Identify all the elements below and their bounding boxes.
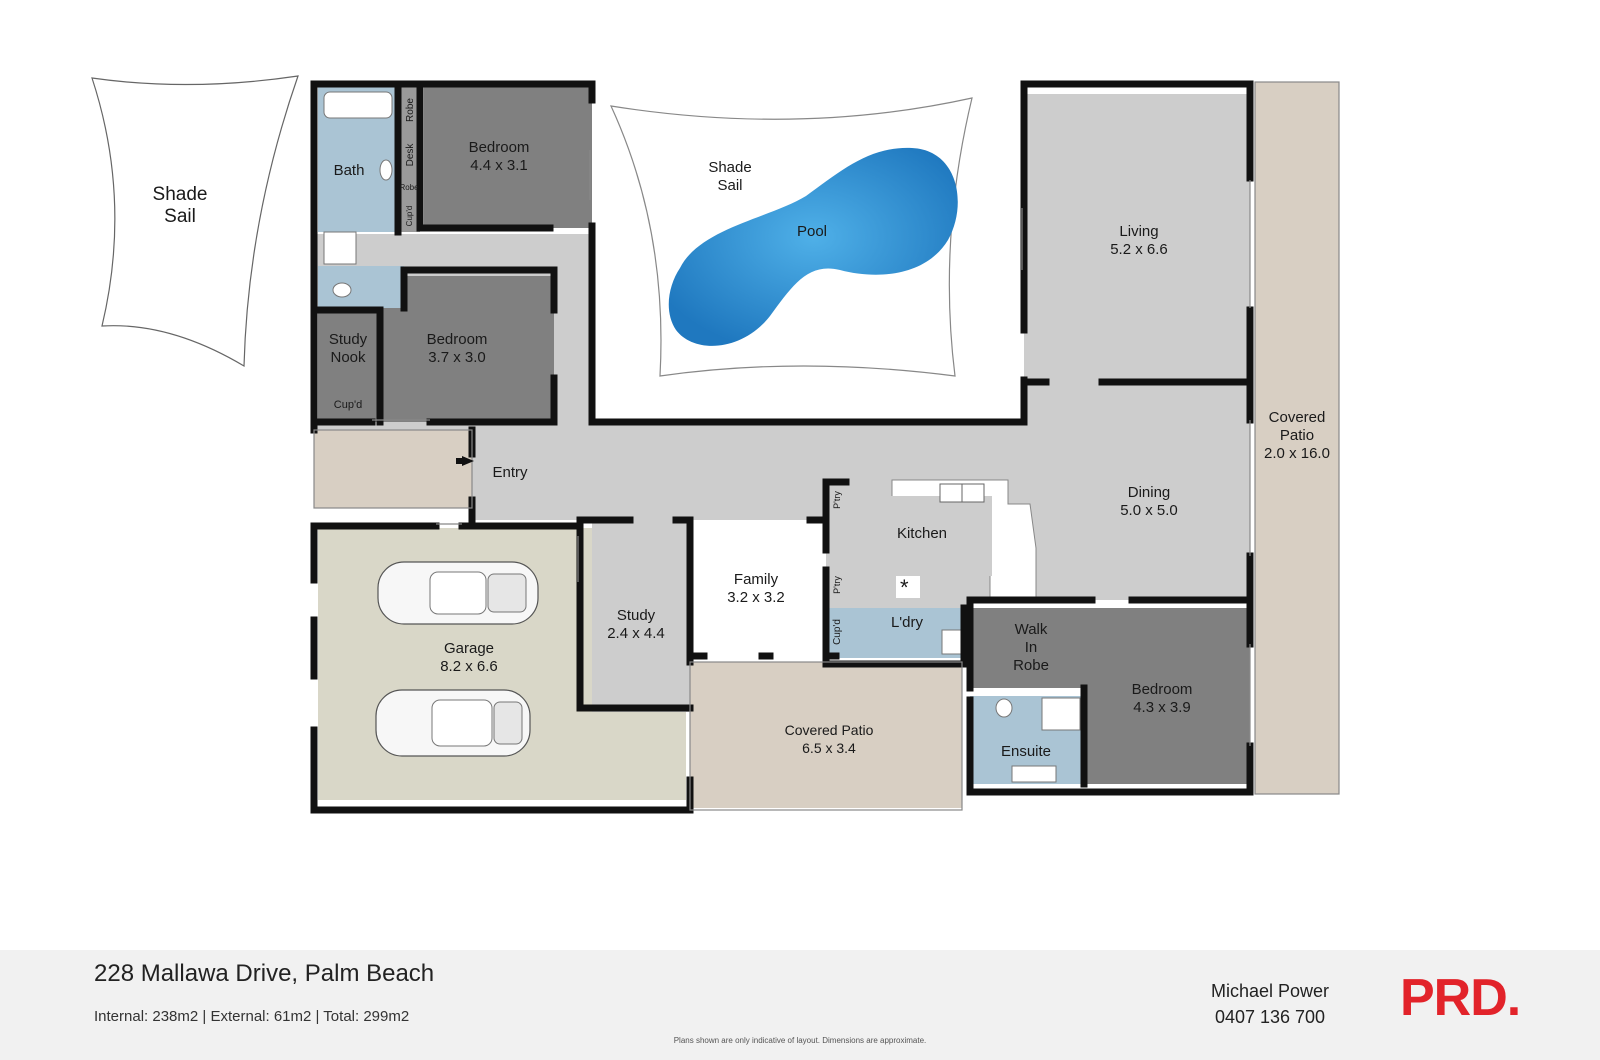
label-bedroom3-size: 4.3 x 3.9	[1133, 699, 1191, 716]
robe-desk-strip	[398, 86, 420, 232]
label-family-name: Family	[734, 571, 779, 588]
label-garage-size: 8.2 x 6.6	[440, 658, 498, 675]
label-bedroom3-name: Bedroom	[1132, 681, 1193, 698]
car-bottom	[375, 689, 531, 757]
bedroom3-floor	[970, 608, 1250, 784]
covered-patio-rear-floor	[690, 662, 962, 808]
agent-contact: Michael Power 0407 136 700	[1200, 978, 1340, 1030]
label-desk: Desk	[405, 143, 416, 167]
label-bedroom2-name: Bedroom	[427, 331, 488, 348]
entry-porch-floor	[314, 430, 472, 508]
label-entry: Entry	[492, 464, 528, 481]
cooktop-icon: *	[900, 575, 909, 600]
car-top	[377, 561, 539, 625]
label-covered-patio-rear-size: 6.5 x 3.4	[802, 740, 856, 756]
label-study-size: 2.4 x 4.4	[607, 625, 665, 642]
agent-phone: 0407 136 700	[1214, 1007, 1326, 1027]
label-cupd-top: Cup'd	[405, 206, 414, 227]
shade-sail-left-shape	[91, 75, 299, 368]
area-summary: Internal: 238m2 | External: 61m2 | Total…	[94, 1008, 410, 1025]
toilet-icon	[332, 282, 352, 298]
footer-bar	[0, 950, 1600, 1060]
label-ptry-top: P'try	[832, 491, 842, 509]
pool-shape	[668, 147, 958, 346]
brand-logo: PRD.	[1400, 969, 1521, 1027]
covered-patio-side-floor	[1255, 82, 1339, 794]
label-living-name: Living	[1119, 223, 1158, 240]
label-cupd-laundry: Cup'd	[832, 619, 843, 645]
toilet-floor	[318, 266, 404, 308]
label-kitchen: Kitchen	[897, 525, 947, 542]
label-ensuite: Ensuite	[1001, 743, 1051, 760]
floor-plan: *	[91, 75, 1340, 814]
ensuite-shower	[1041, 697, 1081, 731]
kitchen-island	[842, 496, 992, 576]
label-dining-size: 5.0 x 5.0	[1120, 502, 1178, 519]
label-covered-patio-rear-name: Covered Patio	[785, 722, 874, 738]
cooktop	[896, 576, 920, 598]
label-cupd-nook: Cup'd	[334, 399, 362, 411]
bath-tub	[323, 91, 393, 119]
label-robe-small: Robe	[399, 183, 419, 192]
agent-name: Michael Power	[1210, 981, 1330, 1001]
label-covered-patio-side-size: 2.0 x 16.0	[1264, 445, 1330, 462]
label-study-name: Study	[617, 607, 656, 624]
windows	[313, 81, 1340, 811]
label-laundry: L'dry	[891, 614, 924, 631]
label-bedroom2-size: 3.7 x 3.0	[428, 349, 486, 366]
label-family-size: 3.2 x 3.2	[727, 589, 785, 606]
ensuite-toilet-icon	[995, 698, 1013, 718]
label-garage-name: Garage	[444, 640, 494, 657]
ensuite-vanity	[1011, 765, 1057, 783]
label-dining-name: Dining	[1128, 484, 1171, 501]
label-bedroom1-name: Bedroom	[469, 139, 530, 156]
disclaimer: Plans shown are only indicative of layou…	[673, 1036, 927, 1045]
bedroom1-floor	[424, 86, 592, 228]
shower	[323, 231, 357, 265]
label-bath: Bath	[334, 162, 365, 179]
label-ptry-bottom: P'try	[832, 576, 842, 594]
label-living-size: 5.2 x 6.6	[1110, 241, 1168, 258]
entry-arrow-icon	[462, 456, 474, 466]
label-robe-top: Robe	[405, 98, 416, 122]
bedroom2-floor	[380, 276, 554, 422]
label-bedroom1-size: 4.4 x 3.1	[470, 157, 528, 174]
property-address: 228 Mallawa Drive, Palm Beach	[94, 960, 435, 987]
study-nook-floor	[318, 310, 380, 422]
label-pool: Pool	[797, 223, 827, 240]
